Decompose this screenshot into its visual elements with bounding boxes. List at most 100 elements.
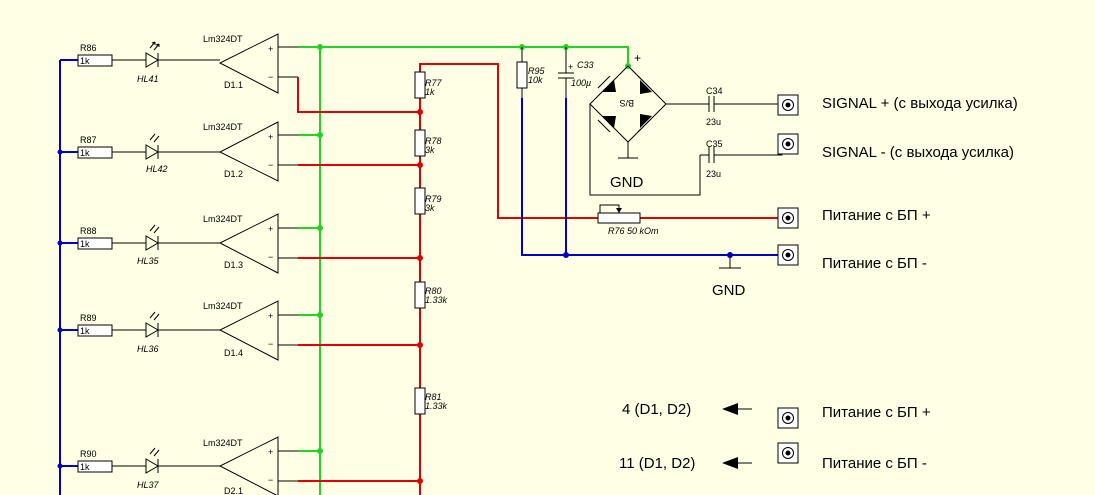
channel-d1-1: 1k R86 HL41 Lm324DT D1.1 + − <box>60 33 298 94</box>
d1-2-ref: D1.2 <box>224 169 243 179</box>
capacitor-c35 <box>708 147 715 163</box>
svg-text:1.33k: 1.33k <box>425 295 448 305</box>
red-divider <box>297 63 778 495</box>
connector-power-plus <box>777 207 799 229</box>
svg-text:R77: R77 <box>425 78 443 88</box>
d1-1-part: Lm324DT <box>203 34 243 44</box>
green-bus <box>298 44 631 495</box>
pin-plus: + <box>268 44 273 54</box>
r95-c33-group: R95 10k + C33 100µ GND <box>516 47 778 299</box>
svg-text:R81: R81 <box>425 392 442 402</box>
led-hl41 <box>145 41 160 68</box>
svg-text:+: + <box>268 447 273 457</box>
divider-resistors: R77 1k R78 3k R79 3k R80 1.33k R81 1.33k <box>414 71 448 415</box>
svg-text:R95: R95 <box>528 66 546 76</box>
power-minus-label: Питание с БП - <box>822 255 927 272</box>
svg-text:R80: R80 <box>425 286 442 296</box>
svg-text:C34: C34 <box>706 86 723 96</box>
connector-legend-minus <box>777 442 799 464</box>
r90-value: 1k <box>80 462 90 472</box>
d1-4-ref: D1.4 <box>224 348 243 358</box>
diode-tl <box>602 80 616 92</box>
r89-value: 1k <box>80 326 90 336</box>
resistor-r77 <box>414 71 426 99</box>
channel-d1-3: 1k R88 HL35 Lm324DT D1.3 + − <box>57 213 298 274</box>
signal-minus-label: SIGNAL - (с выхода усилка) <box>822 144 1014 161</box>
power-plus-label: Питание с БП + <box>822 207 931 224</box>
opamp-triangle <box>218 33 279 94</box>
signal-plus-label: SIGNAL + (с выхода усилка) <box>822 95 1018 112</box>
channel-d1-2: 1k R87 HL42 Lm324DT D1.2 + − <box>57 121 298 182</box>
svg-text:−: − <box>268 475 273 485</box>
pinout-4-text: Питание с БП + <box>822 404 931 421</box>
d1-3-ref: D1.3 <box>224 260 243 270</box>
pinout-legend: 4 (D1, D2) Питание с БП + 11 (D1, D2) Пи… <box>619 401 931 472</box>
r89-label: R89 <box>80 313 97 323</box>
r88-label: R88 <box>80 226 97 236</box>
resistor-r81 <box>414 387 426 415</box>
arrow-left-icon <box>722 403 738 415</box>
svg-text:10k: 10k <box>528 75 543 85</box>
arrow-left-icon <box>722 457 738 469</box>
r87-value: 1k <box>80 148 90 158</box>
d1-4-part: Lm324DT <box>203 301 243 311</box>
pinout-11-text: Питание с БП - <box>822 455 927 472</box>
svg-text:R79: R79 <box>425 194 442 204</box>
svg-text:1k: 1k <box>425 87 435 97</box>
signal-inputs: C34 23u C35 23u <box>700 86 783 179</box>
d2-1-ref: D2.1 <box>224 486 243 495</box>
svg-text:R78: R78 <box>425 136 442 146</box>
diode-bl <box>602 116 616 128</box>
diode-bridge: B/S + GND <box>589 51 709 196</box>
svg-text:23u: 23u <box>706 117 721 127</box>
capacitor-c34 <box>708 96 715 112</box>
svg-text:−: − <box>268 160 273 170</box>
r87-label: R87 <box>80 135 97 145</box>
svg-text:+: + <box>268 311 273 321</box>
hl41-label: HL41 <box>137 74 159 84</box>
gnd-label-bridge: GND <box>610 174 644 191</box>
svg-text:+: + <box>268 132 273 142</box>
svg-text:100µ: 100µ <box>571 78 591 88</box>
d2-1-part: Lm324DT <box>203 438 243 448</box>
bridge-label: B/S <box>619 98 634 108</box>
svg-text:3k: 3k <box>425 145 435 155</box>
d1-2-part: Lm324DT <box>203 122 243 132</box>
channel-d2-1: 1k R90 HL37 Lm324DT D2.1 + − <box>57 436 298 495</box>
connector-legend-plus <box>777 407 799 429</box>
svg-text:−: − <box>268 252 273 262</box>
svg-text:3k: 3k <box>425 203 435 213</box>
resistor-r95 <box>516 61 528 89</box>
resistor-r80 <box>414 281 426 309</box>
svg-text:C35: C35 <box>706 139 723 149</box>
potentiometer-r76: R76 50 kOm <box>597 204 659 236</box>
d1-3-part: Lm324DT <box>203 214 243 224</box>
connector-signal-minus <box>777 133 799 155</box>
svg-text:23u: 23u <box>706 169 721 179</box>
hl36-label: HL36 <box>137 344 159 354</box>
connector-power-minus <box>777 244 799 266</box>
r86-label: R86 <box>80 43 97 53</box>
pinout-11-label: 11 (D1, D2) <box>619 455 695 472</box>
r88-value: 1k <box>80 239 90 249</box>
svg-text:−: − <box>268 339 273 349</box>
hl42-label: HL42 <box>146 164 168 174</box>
diode-tr <box>640 80 652 94</box>
hl35-label: HL35 <box>137 256 160 266</box>
pin-minus: − <box>268 72 273 82</box>
svg-text:+: + <box>568 62 573 72</box>
channel-d1-4: 1k R89 HL36 Lm324DT D1.4 + − <box>57 300 298 361</box>
r86-value: 1k <box>80 56 90 66</box>
svg-text:1.33k: 1.33k <box>425 401 448 411</box>
svg-text:C33: C33 <box>577 60 594 70</box>
svg-text:R76 50 kOm: R76 50 kOm <box>608 226 659 236</box>
bridge-plus: + <box>634 51 641 65</box>
d1-1-ref: D1.1 <box>224 80 243 90</box>
svg-text:+: + <box>268 224 273 234</box>
diode-br <box>640 114 652 128</box>
resistor-r79 <box>414 187 426 215</box>
hl37-label: HL37 <box>137 480 160 490</box>
pinout-4-label: 4 (D1, D2) <box>622 401 691 418</box>
gnd-label-bottom: GND <box>712 282 746 299</box>
